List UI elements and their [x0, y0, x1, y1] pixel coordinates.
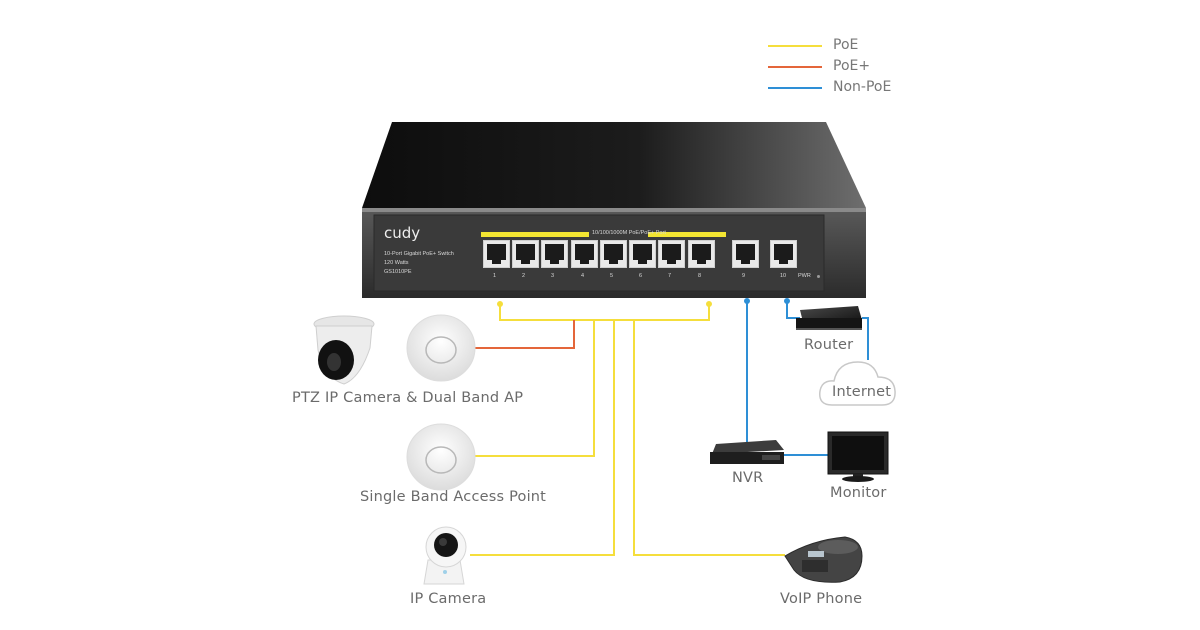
- single-band-ap-image: [406, 423, 476, 491]
- poe-switch: [362, 122, 866, 298]
- ethernet-port-7: [658, 240, 685, 268]
- poe-wiring: [470, 301, 785, 556]
- port-socket: [575, 244, 594, 260]
- ethernet-port-6: [629, 240, 656, 268]
- label-internet: Internet: [832, 384, 892, 400]
- port-latch: [609, 260, 618, 264]
- dual-band-ap-image: [406, 314, 476, 382]
- ethernet-port-2: [512, 240, 539, 268]
- ethernet-port-8: [688, 240, 715, 268]
- monitor-image: [827, 431, 889, 482]
- port-latch: [550, 260, 559, 264]
- label-voip-phone: VoIP Phone: [780, 591, 863, 607]
- port-socket: [604, 244, 623, 260]
- switch-top: [362, 122, 866, 208]
- port-latch: [521, 260, 530, 264]
- label-single-band-ap: Single Band Access Point: [360, 489, 547, 505]
- port-latch: [741, 260, 750, 264]
- port-socket: [516, 244, 535, 260]
- switch-power-rating: 120 Watts: [384, 260, 409, 266]
- ip-camera-image: [423, 526, 467, 585]
- port-number-label: 7: [668, 273, 672, 279]
- ptz-camera-image: [313, 315, 375, 385]
- port-latch: [779, 260, 788, 264]
- port-number-label: 9: [742, 273, 746, 279]
- ethernet-port-4: [571, 240, 598, 268]
- voip-phone-image: [784, 536, 863, 583]
- port-number-label: 8: [698, 273, 702, 279]
- port-socket: [774, 244, 793, 260]
- port-latch: [580, 260, 589, 264]
- poe-strip-left: [481, 232, 589, 237]
- poe-bus-wire: [499, 305, 710, 321]
- ethernet-port-5: [600, 240, 627, 268]
- port-number-label: 5: [610, 273, 614, 279]
- pwr-label: PWR: [798, 273, 811, 279]
- wire-dual-band-ap: [474, 320, 575, 349]
- wire-voip-phone: [633, 320, 785, 556]
- wire-router: [786, 302, 800, 319]
- internet-cloud-image: [819, 361, 896, 406]
- port-latch: [667, 260, 676, 264]
- port-socket: [662, 244, 681, 260]
- legend-line-poe: [768, 45, 822, 47]
- pwr-led: [817, 275, 820, 278]
- ethernet-port-10: [770, 240, 797, 268]
- non-poe-wiring: [744, 298, 869, 456]
- label-ptz-camera-ap: PTZ IP Camera & Dual Band AP: [292, 390, 524, 406]
- switch-model-line: 10-Port Gigabit PoE+ Switch: [384, 251, 454, 257]
- port-number-label: 1: [493, 273, 497, 279]
- port-number-label: 2: [522, 273, 526, 279]
- port-1-connector-dot: [497, 301, 503, 307]
- port-number-label: 4: [581, 273, 585, 279]
- ethernet-port-9: [732, 240, 759, 268]
- legend-label-non-poe: Non-PoE: [833, 79, 892, 95]
- port-latch: [492, 260, 501, 264]
- port-header-label: 10/100/1000M PoE/PoE+ Port: [592, 230, 666, 236]
- router-image: [796, 306, 862, 330]
- port-number-label: 3: [551, 273, 555, 279]
- switch-model-number: GS1010PE: [384, 269, 412, 275]
- ethernet-port-1: [483, 240, 510, 268]
- port-socket: [545, 244, 564, 260]
- port-8-connector-dot: [706, 301, 712, 307]
- label-router: Router: [804, 337, 854, 353]
- nvr-image: [710, 440, 784, 464]
- label-ip-camera: IP Camera: [410, 591, 487, 607]
- port-socket: [633, 244, 652, 260]
- wire-single-band-ap: [475, 320, 595, 457]
- port-latch: [697, 260, 706, 264]
- port-socket: [692, 244, 711, 260]
- port-socket: [736, 244, 755, 260]
- legend-label-poe: PoE: [833, 37, 859, 53]
- port-9-connector-dot: [744, 298, 750, 304]
- switch-brand-logo: cudy: [384, 224, 421, 242]
- label-nvr: NVR: [732, 470, 764, 486]
- port-number-label: 6: [639, 273, 643, 279]
- wire-router-internet: [862, 317, 869, 360]
- legend-line-non-poe: [768, 87, 822, 89]
- port-latch: [638, 260, 647, 264]
- legend-label-poe-plus: PoE+: [833, 58, 871, 74]
- legend-line-poe-plus: [768, 66, 822, 68]
- port-number-label: 10: [780, 273, 787, 279]
- port-10-connector-dot: [784, 298, 790, 304]
- wire-ip-camera: [470, 320, 615, 556]
- label-monitor: Monitor: [830, 485, 887, 501]
- poe-strip-right: [648, 232, 726, 237]
- ethernet-port-3: [541, 240, 568, 268]
- port-socket: [487, 244, 506, 260]
